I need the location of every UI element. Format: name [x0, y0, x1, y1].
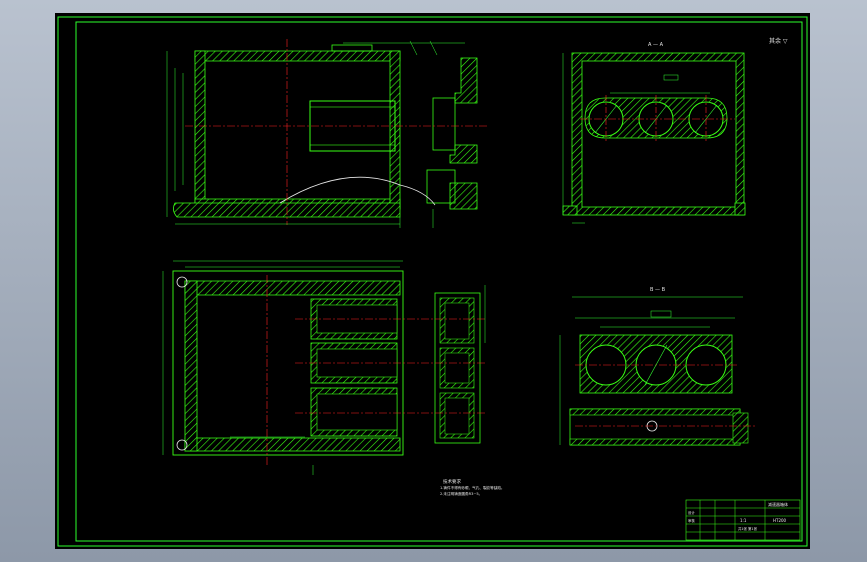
- front-section-view: [166, 39, 487, 228]
- tech-req-line-1: 1.铸件不得有砂眼、气孔、裂纹等缺陷。: [440, 485, 505, 490]
- title-scale: 1:1: [740, 518, 747, 523]
- title-checker: 审核: [688, 518, 695, 523]
- section-b-view: B — B: [559, 287, 755, 446]
- title-block: 减速器箱体 HT200 1:1 共1张 第1张 设计 审核: [685, 499, 801, 541]
- title-part: 减速器箱体: [768, 501, 788, 507]
- section-a-label: A — A: [648, 42, 664, 48]
- title-designer: 设计: [688, 510, 695, 515]
- corner-note: 其余 ▽: [769, 37, 788, 45]
- top-plan-view: [162, 260, 486, 475]
- tech-req-line-2: 2.未注明铸造圆角R3~5。: [440, 491, 482, 496]
- section-b-label: B — B: [650, 287, 666, 293]
- tech-req-title: 技术要求: [443, 478, 461, 485]
- cad-viewport[interactable]: 其余 ▽ A —: [55, 13, 810, 549]
- title-material: HT200: [773, 518, 787, 523]
- inner-border: [75, 21, 803, 542]
- section-a-view: A — A: [562, 42, 746, 224]
- outer-border: [57, 16, 808, 547]
- tech-requirements: 技术要求 1.铸件不得有砂眼、气孔、裂纹等缺陷。 2.未注明铸造圆角R3~5。: [440, 478, 505, 496]
- title-sheet: 共1张 第1张: [738, 526, 758, 531]
- engineering-drawing: 其余 ▽ A —: [57, 16, 808, 547]
